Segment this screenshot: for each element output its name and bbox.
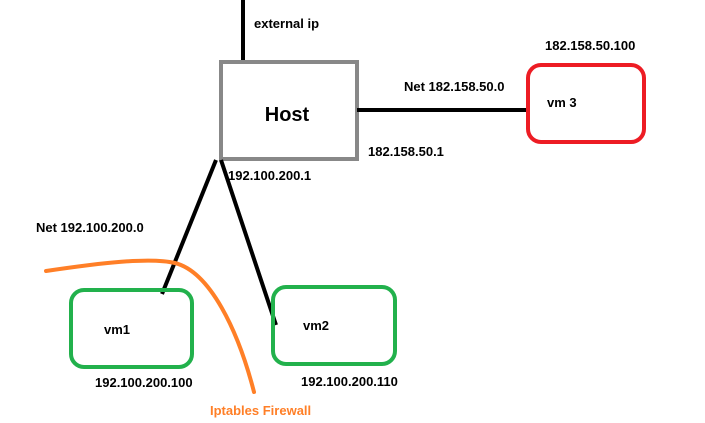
- host-right-ip-label: 182.158.50.1: [368, 144, 444, 159]
- firewall-label: Iptables Firewall: [210, 403, 311, 418]
- right-net-label: Net 182.158.50.0: [404, 79, 504, 94]
- vm1-box: [69, 288, 194, 369]
- host-to-vm2-link: [219, 159, 278, 326]
- bottom-net-label: Net 192.100.200.0: [36, 220, 144, 235]
- vm3-box: [526, 63, 646, 144]
- vm3-ip-label: 182.158.50.100: [545, 38, 635, 53]
- vm2-label: vm2: [303, 318, 329, 333]
- vm3-label: vm 3: [547, 95, 577, 110]
- vm2-box: [271, 285, 397, 366]
- host-label: Host: [265, 104, 310, 126]
- host-bottom-ip-label: 192.100.200.1: [228, 168, 311, 183]
- external-ip-label: external ip: [254, 16, 319, 31]
- vm1-ip-label: 192.100.200.100: [95, 375, 193, 390]
- host-to-vm1-link: [160, 159, 218, 295]
- firewall-curve: [44, 258, 256, 394]
- vm2-ip-label: 192.100.200.110: [301, 374, 398, 389]
- vm1-label: vm1: [104, 322, 130, 337]
